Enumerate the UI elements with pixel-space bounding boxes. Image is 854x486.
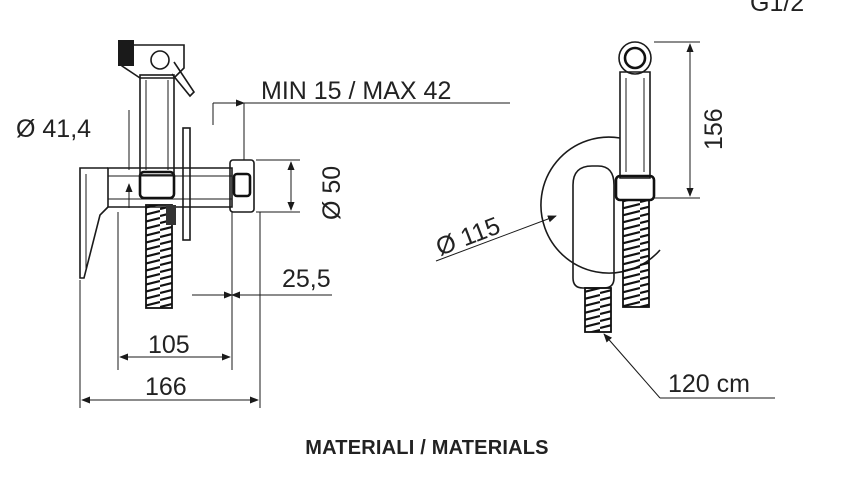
side-dimensions: MIN 15 / MAX 42 Ø 41,4 Ø 50 25,5 105 166	[16, 77, 510, 408]
dim-width-105: 105	[148, 331, 190, 359]
hose-front-left	[584, 287, 612, 333]
side-view	[79, 40, 255, 309]
front-view	[540, 41, 661, 333]
dim-min-max: MIN 15 / MAX 42	[261, 77, 451, 105]
materials-caption: MATERIALI / MATERIALS	[305, 437, 549, 459]
valve-body	[107, 167, 233, 208]
front-sprayer-head	[618, 41, 652, 75]
dim-hose-length: 120 cm	[668, 370, 750, 398]
sprayer-body	[139, 74, 175, 176]
lever-handle	[79, 167, 109, 279]
dim-diameter-50: Ø 50	[318, 166, 346, 220]
wall-plate	[182, 127, 191, 241]
dim-depth-25: 25,5	[282, 265, 331, 293]
dim-height-156: 156	[700, 108, 728, 150]
front-dimensions: 156 Ø 115 120 cm	[432, 41, 775, 399]
front-lever	[572, 165, 615, 289]
connection-nut	[229, 159, 255, 213]
dim-diameter-115: Ø 115	[432, 212, 504, 262]
hose-fitting	[138, 170, 176, 200]
dim-diameter-41: Ø 41,4	[16, 115, 91, 143]
hose-front-right	[622, 199, 650, 308]
dim-width-166: 166	[145, 373, 187, 401]
corner-label: G1/2	[750, 0, 804, 17]
